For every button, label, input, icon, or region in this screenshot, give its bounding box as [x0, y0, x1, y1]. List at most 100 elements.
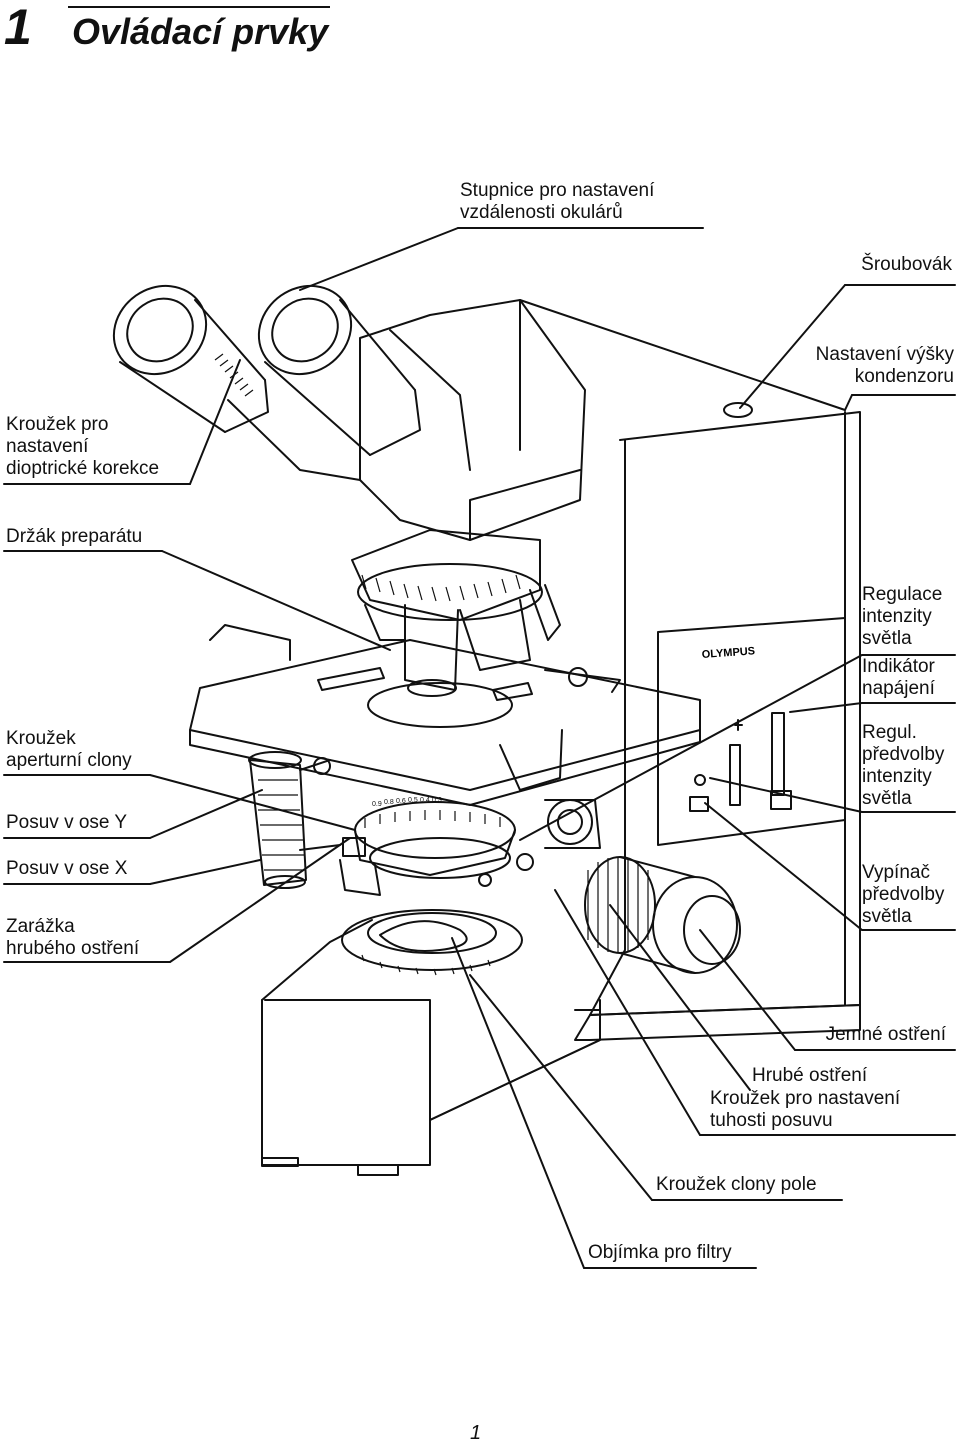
label-nastaveni-vysky-line-2: kondenzoru [854, 366, 954, 387]
base-foot-left [357, 1164, 399, 1176]
label-posuv-x: Posuv v ose X [6, 858, 127, 880]
label-jemne: Jemné ostření [826, 1024, 946, 1046]
leader-dioptricke [189, 359, 241, 485]
label-zarazka-line-2: hrubého ostření [6, 938, 140, 959]
label-indikator-line-1: Indikátor [862, 656, 935, 677]
xy-control-knob [249, 759, 307, 886]
arm-right [589, 411, 861, 1016]
label-objimka-line-1: Objímka pro filtry [588, 1242, 732, 1263]
left-eyepiece-tube [119, 299, 266, 433]
condenser-knob [516, 853, 534, 871]
stage-opening [367, 682, 513, 728]
condenser-mount [339, 859, 381, 896]
label-vypinac-line-1: Vypínač [862, 862, 930, 883]
arm-top-edge [519, 299, 846, 411]
leader-objimka [451, 937, 585, 1269]
brand-logo: OLYMPUS [701, 645, 755, 661]
nosepiece [351, 529, 541, 621]
field-diaphragm-ticks [361, 954, 491, 976]
label-posuv-y-line-1: Posuv v ose Y [6, 812, 128, 833]
label-krouzek-aperturni-line-1: Kroužek [6, 728, 76, 749]
leader-hrube [609, 904, 751, 1091]
label-jemne-line-1: Jemné ostření [825, 1024, 946, 1045]
base-right [429, 1009, 601, 1121]
label-krouzek-tuhosti-line-2: tuhosti posuvu [710, 1110, 833, 1131]
condenser-body [354, 829, 516, 876]
objective-left [364, 604, 406, 641]
chapter-number: 1 [4, 0, 32, 55]
power-indicator-icon [734, 719, 743, 731]
label-indikator: Indikátor napájení [862, 656, 935, 700]
leader-jemne [699, 929, 796, 1051]
label-stupnice-line-1: Stupnice pro nastavení [460, 180, 655, 201]
label-krouzek-dioptricke-line-3: dioptrické korekce [6, 458, 160, 479]
arm-front-edge [589, 439, 626, 1016]
condenser-scale-label-1: 0.8 [384, 799, 394, 806]
label-krouzek-aperturni: Kroužek aperturní clony [6, 728, 132, 772]
objective-right [459, 599, 531, 671]
label-krouzek-aperturni-line-2: aperturní clony [6, 750, 132, 771]
right-eyepiece-lens [271, 297, 339, 363]
label-regul-predvolby-line-2: předvolby [862, 744, 945, 765]
label-krouzek-tuhosti-line-1: Kroužek pro nastavení [710, 1088, 901, 1109]
label-indikator-line-2: napájení [862, 678, 935, 699]
xy-knob-knurl [258, 779, 304, 871]
screwdriver-hole [723, 402, 753, 418]
label-nastaveni-vysky: Nastavení výšky kondenzoru [816, 344, 954, 388]
label-krouzek-clony-pole-line-1: Kroužek clony pole [656, 1174, 817, 1195]
label-sroubovak-line-1: Šroubovák [861, 254, 952, 275]
head-body [359, 299, 586, 541]
label-objimka: Objímka pro filtry [588, 1242, 732, 1264]
leader-clony-pole [469, 974, 653, 1201]
label-vypinac-line-2: předvolby [862, 884, 945, 905]
condenser-ring [369, 837, 511, 879]
label-vypinac-line-3: světla [862, 906, 912, 927]
base-top-left [261, 919, 373, 1001]
leader-stupnice [299, 227, 459, 291]
leader-posuv-x [149, 859, 261, 885]
label-zarazka-line-1: Zarážka [6, 916, 75, 937]
preset-knob [694, 774, 706, 786]
condenser-scale-label-0: 0.9 [372, 801, 382, 808]
label-regulace-line-3: světla [862, 628, 912, 649]
leader-regul-predvolby [709, 777, 863, 813]
focus-knob-link [619, 856, 696, 974]
xy-knob-bottom [264, 875, 306, 889]
label-krouzek-tuhosti: Kroužek pro nastavení tuhosti posuvu [710, 1088, 900, 1132]
xy-knob-top [248, 751, 302, 769]
label-krouzek-dioptricke-line-1: Kroužek pro [6, 414, 109, 435]
leader-sroubovak [739, 284, 846, 409]
label-hrube: Hrubé ostření [752, 1065, 867, 1087]
leader-zarazka [169, 837, 351, 963]
right-eyepiece-top [257, 284, 353, 376]
fine-focus-cap [683, 895, 741, 965]
coarse-focus-knob [584, 856, 656, 954]
field-diaphragm-inner [367, 912, 497, 954]
preset-led-column [729, 744, 741, 806]
label-nastaveni-vysky-line-1: Nastavení výšky [815, 344, 954, 365]
header-rule [68, 6, 330, 8]
label-regulace: Regulace intenzity světla [862, 584, 942, 650]
leader-vypinac [704, 802, 863, 931]
right-eyepiece-prism [389, 329, 471, 471]
arm-base-plate [574, 1004, 861, 1041]
label-regulace-line-2: intenzity [862, 606, 932, 627]
condenser-scale-label-4: 0.4 [420, 797, 430, 804]
slide-holder-left [317, 667, 385, 691]
label-zarazka: Zarážka hrubého ostření [6, 916, 139, 960]
label-stupnice-line-2: vzdálenosti okulárů [460, 202, 623, 223]
label-regul-predvolby-line-3: intenzity [862, 766, 932, 787]
head-edge [469, 469, 581, 541]
label-drzak: Držák preparátu [6, 526, 142, 548]
field-diaphragm-ring [341, 909, 523, 971]
right-eyepiece-base [369, 389, 421, 456]
stiffness-housing [544, 799, 601, 849]
label-vypinac: Vypínač předvolby světla [862, 862, 944, 928]
label-krouzek-dioptricke-line-2: nastavení [6, 436, 89, 457]
objective-front-tip [407, 679, 457, 697]
label-sroubovak: Šroubovák [861, 254, 952, 276]
control-panel [657, 617, 846, 846]
leader-nastaveni-vysky [844, 394, 853, 411]
left-eyepiece-top [112, 284, 208, 376]
